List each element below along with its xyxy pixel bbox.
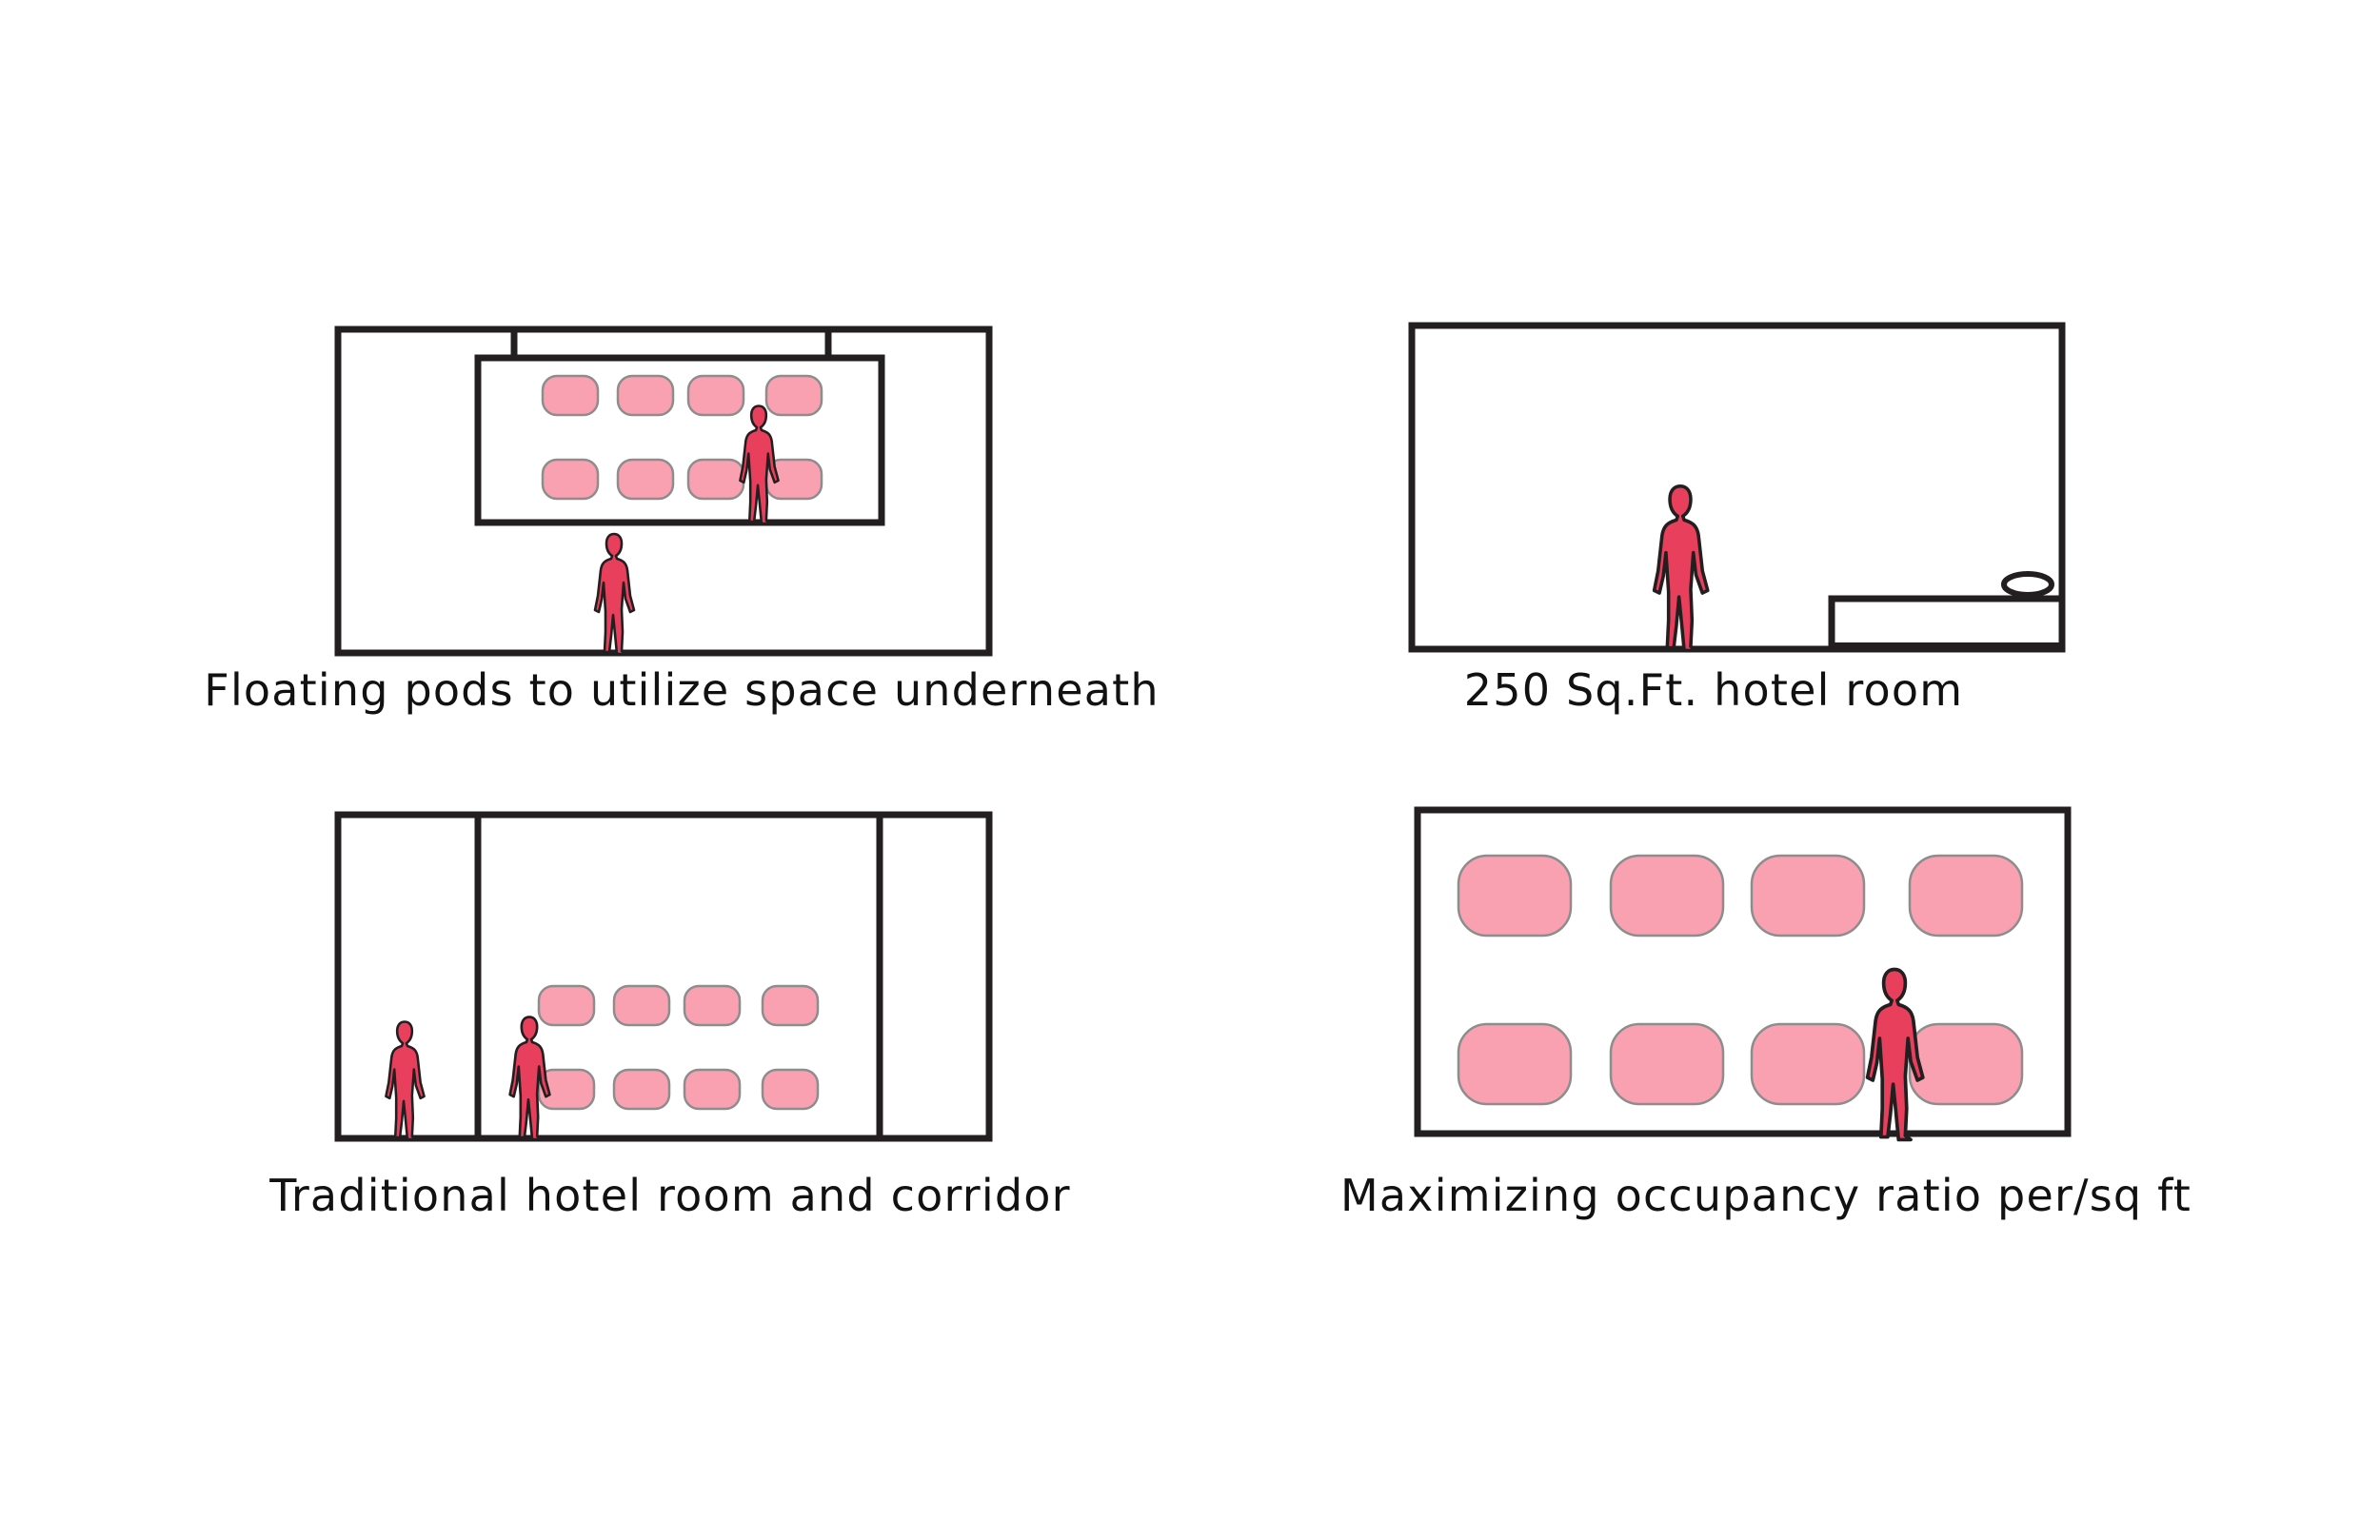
- pod: [1609, 1022, 1725, 1106]
- panel-caption: Floating pods to utilize space underneat…: [204, 664, 1159, 716]
- pod: [683, 984, 742, 1027]
- pod-grid: [541, 374, 823, 501]
- pod: [537, 984, 596, 1027]
- panel-caption: Traditional hotel room and corridor: [268, 1170, 1070, 1221]
- pod: [764, 374, 823, 417]
- panel-traditional-room: Traditional hotel room and corridor: [268, 811, 1070, 1221]
- pod: [761, 1068, 820, 1111]
- pod: [686, 374, 745, 417]
- pod-grid: [1457, 854, 2024, 1106]
- pod: [1908, 1022, 2024, 1106]
- pod: [1609, 854, 1725, 938]
- pod: [1457, 854, 1573, 938]
- pod: [612, 984, 671, 1027]
- pod: [686, 458, 745, 501]
- pod: [683, 1068, 742, 1111]
- pod: [761, 984, 820, 1027]
- pod: [612, 1068, 671, 1111]
- pod: [616, 374, 675, 417]
- panel-max-occupancy: Maximizing occupancy ratio per/sq ft: [1340, 806, 2192, 1221]
- ceiling-mount: [510, 326, 832, 362]
- pod: [616, 458, 675, 501]
- room-frame: [1408, 322, 2066, 653]
- pod: [1908, 854, 2024, 938]
- panel-floating-pods: Floating pods to utilize space underneat…: [204, 326, 1159, 716]
- pod-grid: [537, 984, 820, 1111]
- panel-caption: 250 Sq.Ft. hotel room: [1464, 664, 1963, 716]
- panel-hotel-room: 250 Sq.Ft. hotel room: [1408, 322, 2066, 716]
- pillow: [2001, 571, 2054, 598]
- floating-pod-module: [474, 354, 885, 526]
- bed: [1828, 571, 2066, 650]
- pod: [1457, 1022, 1573, 1106]
- bed-base: [1832, 642, 2062, 650]
- bed-frame: [1828, 595, 2066, 650]
- pod: [541, 374, 600, 417]
- pod: [541, 458, 600, 501]
- pod: [1750, 1022, 1866, 1106]
- panel-caption: Maximizing occupancy ratio per/sq ft: [1340, 1170, 2192, 1221]
- pod: [1750, 854, 1866, 938]
- pod: [537, 1068, 596, 1111]
